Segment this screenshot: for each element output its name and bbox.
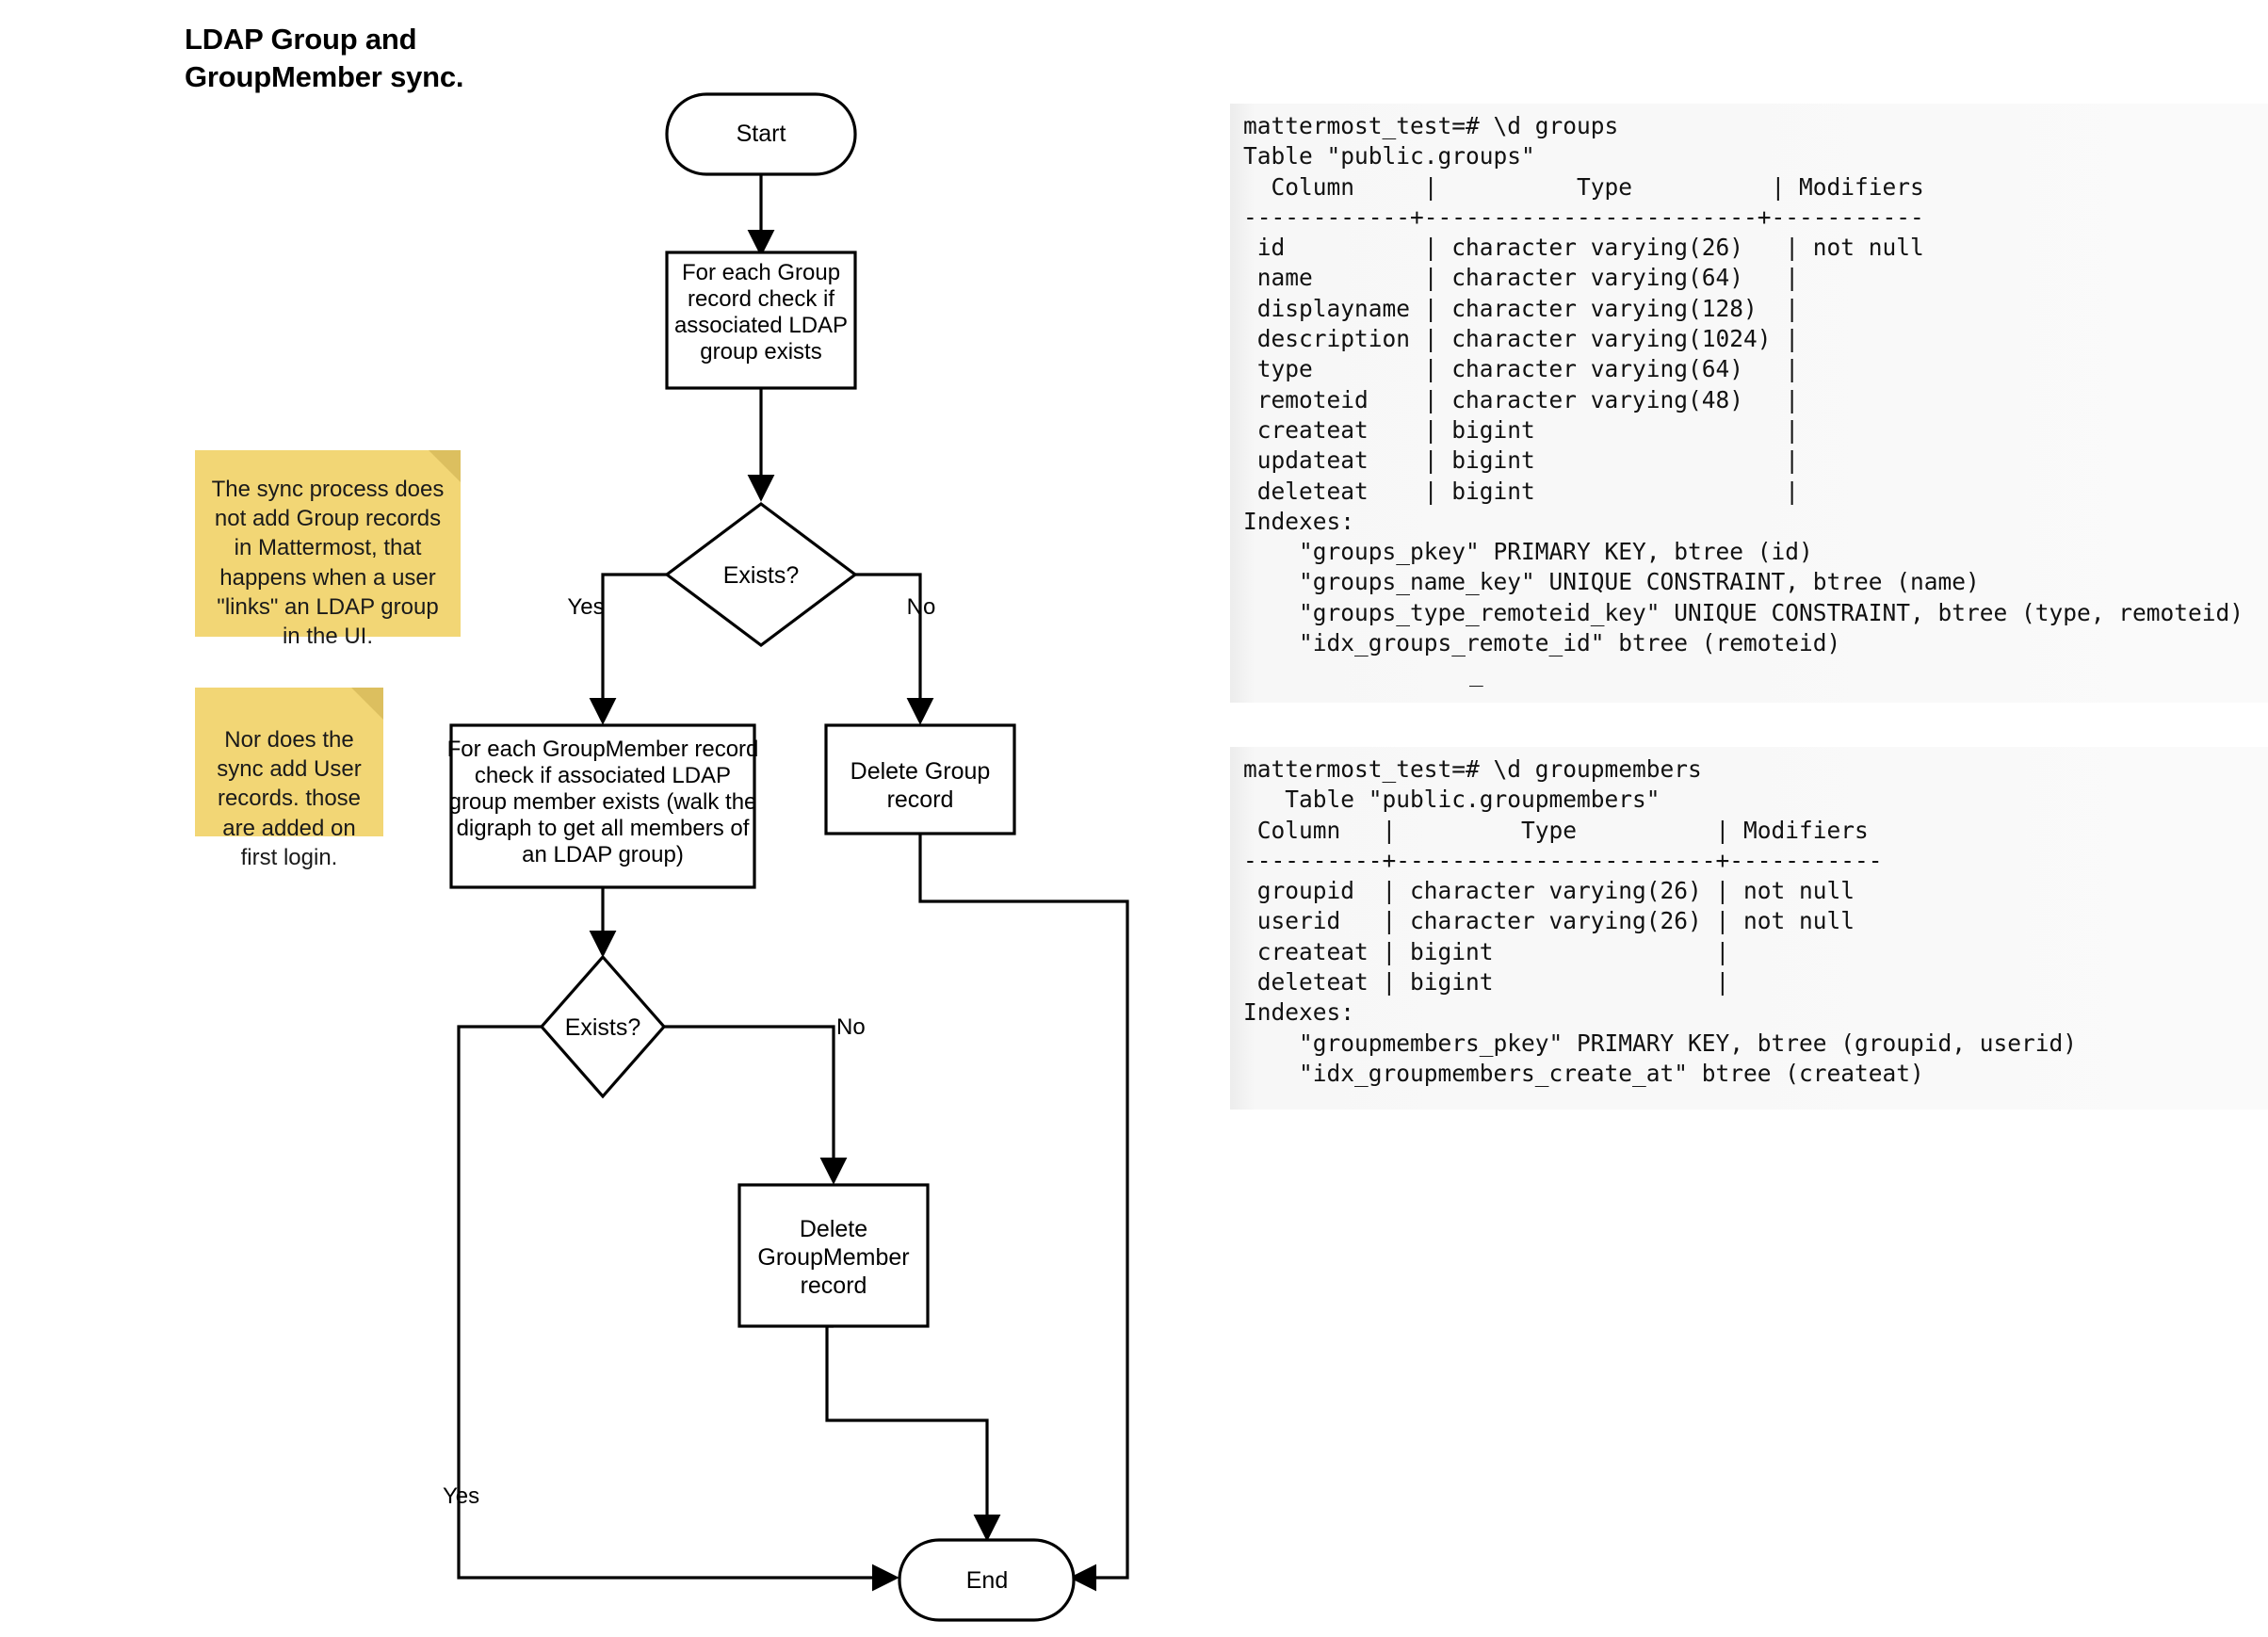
svg-text:digraph to get all members of: digraph to get all members of bbox=[457, 816, 750, 841]
node-decision-groupmember-exists[interactable]: Exists? bbox=[539, 954, 667, 1099]
edge-label-decision2-no: No bbox=[836, 1014, 866, 1040]
node-decision-group-exists[interactable]: Exists? bbox=[664, 502, 858, 647]
terminal-divider-groups: ------------+------------------------+--… bbox=[1243, 203, 1924, 231]
terminal-header-groups: Column | Type | Modifiers bbox=[1243, 172, 1938, 201]
edge-decision1-no bbox=[855, 573, 934, 725]
terminal-row: name | character varying(64) | bbox=[1243, 264, 1800, 292]
svg-text:GroupMember: GroupMember bbox=[757, 1244, 909, 1271]
terminal-index-row: "groupmembers_pkey" PRIMARY KEY, btree (… bbox=[1243, 1029, 2078, 1057]
svg-text:check if associated LDAP: check if associated LDAP bbox=[475, 763, 731, 788]
terminal-row: description | character varying(1024) | bbox=[1243, 325, 1800, 353]
flowchart: Start For each Group record check if ass… bbox=[443, 92, 1129, 1622]
svg-text:group exists: group exists bbox=[700, 339, 821, 365]
terminal-output-groupmembers: mattermost_test=# \d groupmembers Table … bbox=[1230, 747, 2268, 1110]
terminal-prompt-groups: mattermost_test=# \d groups bbox=[1243, 112, 1619, 139]
terminal-caption-groupmembers: Table "public.groupmembers" bbox=[1243, 786, 1660, 814]
edge-label-decision1-no: No bbox=[907, 594, 936, 620]
note-sync-group-text: The sync process does not add Group reco… bbox=[211, 477, 445, 649]
svg-text:Delete: Delete bbox=[800, 1216, 867, 1242]
node-check-group[interactable]: For each Group record check if associate… bbox=[665, 251, 857, 390]
node-decision1-label: Exists? bbox=[723, 562, 800, 589]
terminal-row: displayname | character varying(128) | bbox=[1243, 294, 1800, 322]
terminal-divider-groupmembers: ----------+-----------------------+-----… bbox=[1243, 846, 1883, 874]
node-end[interactable]: End bbox=[898, 1538, 1076, 1622]
svg-text:record: record bbox=[887, 786, 954, 813]
node-end-label: End bbox=[966, 1567, 1008, 1594]
terminal-prompt-groupmembers: mattermost_test=# \d groupmembers bbox=[1243, 755, 1702, 783]
node-decision2-label: Exists? bbox=[565, 1014, 641, 1041]
node-start[interactable]: Start bbox=[665, 92, 857, 176]
svg-text:Delete Group: Delete Group bbox=[850, 758, 991, 785]
svg-text:For each GroupMember record: For each GroupMember record bbox=[447, 737, 759, 762]
terminal-row: remoteid | character varying(48) | bbox=[1243, 385, 1800, 413]
svg-text:For each Group: For each Group bbox=[682, 260, 840, 285]
node-delete-group[interactable]: Delete Group record bbox=[824, 723, 1016, 835]
terminal-indexes-label-groups: Indexes: bbox=[1243, 507, 1355, 535]
edge-decision2-yes bbox=[457, 1025, 899, 1592]
terminal-index-row: "idx_groups_remote_id" btree (remoteid) bbox=[1243, 629, 1841, 657]
edge-deletegroupmember-to-end bbox=[825, 1324, 1001, 1542]
terminal-indexes-label-groupmembers: Indexes: bbox=[1243, 998, 1355, 1027]
svg-text:group member exists (walk the: group member exists (walk the bbox=[449, 789, 757, 815]
terminal-row: deleteat | bigint | bbox=[1243, 968, 1730, 997]
terminal-index-row: "groups_type_remoteid_key" UNIQUE CONSTR… bbox=[1243, 598, 2244, 626]
note-sync-group: The sync process does not add Group reco… bbox=[195, 450, 461, 649]
note-fold-corner bbox=[351, 688, 383, 720]
terminal-header-groupmembers: Column | Type | Modifiers bbox=[1243, 816, 1883, 844]
terminal-index-row: "idx_groupmembers_create_at" btree (crea… bbox=[1243, 1059, 1924, 1087]
edge-label-decision2-yes: Yes bbox=[443, 1483, 479, 1509]
svg-text:associated LDAP: associated LDAP bbox=[674, 313, 848, 338]
node-start-label: Start bbox=[737, 121, 786, 147]
edge-deletegroup-to-end bbox=[918, 834, 1129, 1592]
terminal-row: userid | character varying(26) | not nul… bbox=[1243, 907, 1855, 935]
svg-text:record: record bbox=[801, 1272, 867, 1299]
terminal-row: groupid | character varying(26) | not nu… bbox=[1243, 877, 1855, 905]
terminal-row: createat | bigint | bbox=[1243, 937, 1730, 965]
svg-text:an LDAP group): an LDAP group) bbox=[522, 842, 684, 867]
terminal-row: id | character varying(26) | not null bbox=[1243, 234, 1924, 262]
terminal-caption-groups: Table "public.groups" bbox=[1243, 142, 1535, 170]
terminal-output-groups: mattermost_test=# \d groups Table "publi… bbox=[1230, 104, 2268, 703]
edge-decision1-yes bbox=[589, 573, 667, 725]
terminal-row: createat | bigint | bbox=[1243, 415, 1800, 444]
terminal-cursor: _ bbox=[1469, 659, 1483, 688]
note-sync-user: Nor does the sync add User records. thos… bbox=[195, 688, 383, 870]
svg-text:record check if: record check if bbox=[688, 286, 834, 312]
terminal-row: type | character varying(64) | bbox=[1243, 355, 1800, 383]
edge-label-decision1-yes: Yes bbox=[567, 594, 604, 620]
note-fold-corner bbox=[429, 450, 461, 482]
note-sync-user-text: Nor does the sync add User records. thos… bbox=[217, 727, 362, 870]
terminal-index-row: "groups_name_key" UNIQUE CONSTRAINT, btr… bbox=[1243, 568, 1980, 596]
node-check-groupmember[interactable]: For each GroupMember record check if ass… bbox=[447, 723, 759, 889]
terminal-row: deleteat | bigint | bbox=[1243, 477, 1800, 505]
terminal-index-row: "groups_pkey" PRIMARY KEY, btree (id) bbox=[1243, 538, 1813, 566]
edge-decision2-no bbox=[664, 1025, 848, 1185]
node-delete-groupmember[interactable]: Delete GroupMember record bbox=[737, 1183, 930, 1328]
terminal-row: updateat | bigint | bbox=[1243, 446, 1800, 475]
